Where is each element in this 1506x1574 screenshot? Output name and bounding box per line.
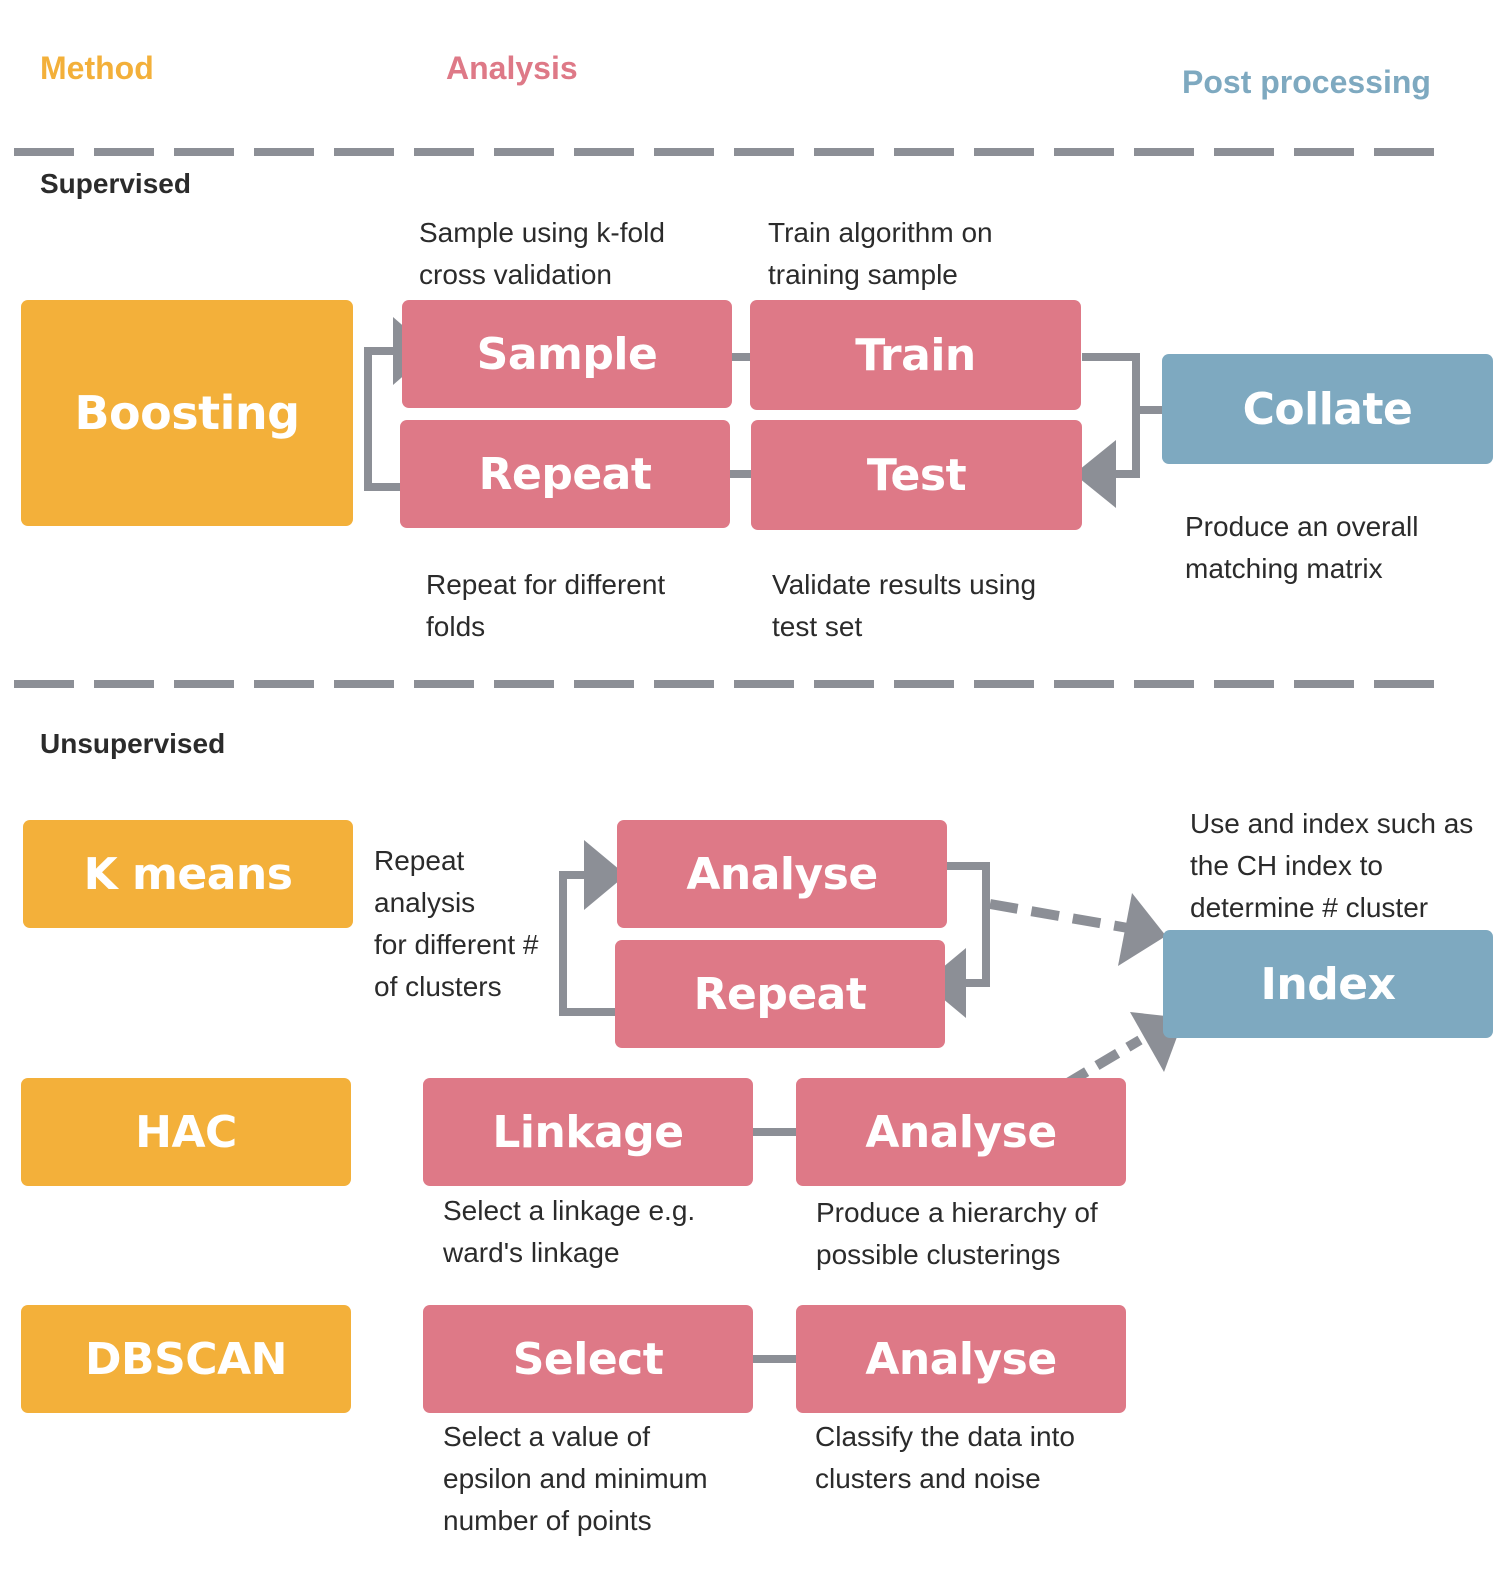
dbscan-analyse-note-line: Classify the data into (815, 1421, 1075, 1452)
hac-linkage-note-line: Select a linkage e.g. (443, 1195, 696, 1226)
index-note-line: the CH index to (1190, 850, 1383, 881)
dbscan-select-note-line: Select a value of (443, 1421, 651, 1452)
repeat-note: Repeat for different folds (426, 564, 665, 648)
sample-note: Sample using k-fold cross validation (419, 212, 665, 296)
collate-note-line: Produce an overall (1185, 511, 1419, 542)
kmeans-note: Repeat analysis for different # of clust… (374, 840, 538, 1008)
repeat-box: Repeat (400, 420, 730, 528)
index-note: Use and index such as the CH index to de… (1190, 803, 1473, 929)
kmeans-analyse-to-repeat-connector (932, 862, 990, 987)
index-note-line: determine # cluster (1190, 892, 1429, 923)
dbscan-select-note-line: epsilon and minimum (443, 1463, 708, 1494)
hac-to-index-dashed-connector (1063, 1035, 1143, 1089)
test-note-line: Validate results using (772, 569, 1037, 600)
section-supervised: Supervised (40, 168, 191, 199)
repeat-to-sample-connector (364, 347, 422, 491)
dbscan-box: DBSCAN (21, 1305, 351, 1413)
kmeans-repeat-box: Repeat (615, 940, 945, 1048)
kmeans-box: K means (23, 820, 353, 928)
dbscan-analyse-box: Analyse (796, 1305, 1126, 1413)
hac-analyse-note-line: Produce a hierarchy of (816, 1197, 1098, 1228)
hac-linkage-note-line: ward's linkage (443, 1237, 620, 1268)
kmeans-note-line: for different # (374, 929, 539, 960)
hac-analyse-note-line: possible clusterings (816, 1239, 1061, 1270)
test-box: Test (751, 420, 1082, 530)
kmeans-note-line: Repeat (374, 845, 465, 876)
test-note: Validate results using test set (772, 564, 1036, 648)
kmeans-to-index-dashed-connector (989, 899, 1129, 933)
train-to-test-connector (1082, 353, 1140, 478)
index-note-line: Use and index such as (1190, 808, 1474, 839)
collate-note-line: matching matrix (1185, 553, 1383, 584)
index-box: Index (1163, 930, 1493, 1038)
test-note-line: test set (772, 611, 863, 642)
kmeans-note-line: of clusters (374, 971, 502, 1002)
dbscan-analyse-note-line: clusters and noise (815, 1463, 1041, 1494)
section-unsupervised: Unsupervised (40, 728, 226, 759)
sample-box: Sample (402, 300, 732, 408)
kmeans-repeat-to-analyse-connector (559, 871, 617, 1016)
hac-box: HAC (21, 1078, 351, 1186)
sample-note-line: cross validation (419, 259, 612, 290)
repeat-note-line: folds (426, 611, 486, 642)
dbscan-select-note-line: number of points (443, 1505, 652, 1536)
hac-analyse-note: Produce a hierarchy of possible clusteri… (816, 1192, 1098, 1276)
dbscan-select-box: Select (423, 1305, 753, 1413)
hac-linkage-note: Select a linkage e.g. ward's linkage (443, 1190, 695, 1274)
kmeans-analyse-box: Analyse (617, 820, 947, 928)
header-method: Method (40, 50, 154, 86)
hac-analyse-box: Analyse (796, 1078, 1126, 1186)
boosting-box: Boosting (21, 300, 353, 526)
kmeans-note-line: analysis (374, 887, 476, 918)
kmeans-repeat-arrowhead (924, 948, 966, 1018)
dbscan-select-note: Select a value of epsilon and minimum nu… (443, 1416, 708, 1542)
dbscan-analyse-note: Classify the data into clusters and nois… (815, 1416, 1075, 1500)
train-note: Train algorithm on training sample (768, 212, 993, 296)
train-box: Train (750, 300, 1081, 410)
collate-note: Produce an overall matching matrix (1185, 506, 1418, 590)
train-note-line: training sample (768, 259, 958, 290)
test-arrowhead (1074, 440, 1116, 508)
collate-box: Collate (1162, 354, 1493, 464)
repeat-note-line: Repeat for different (426, 569, 666, 600)
header-analysis: Analysis (446, 50, 578, 86)
kmeans-repeat-to-analyse-arrowhead (584, 840, 626, 910)
sample-note-line: Sample using k-fold (419, 217, 665, 248)
hac-linkage-box: Linkage (423, 1078, 753, 1186)
kmeans-to-index-arrowhead (1118, 893, 1166, 966)
train-note-line: Train algorithm on (768, 217, 993, 248)
header-post-processing: Post processing (1182, 64, 1431, 100)
